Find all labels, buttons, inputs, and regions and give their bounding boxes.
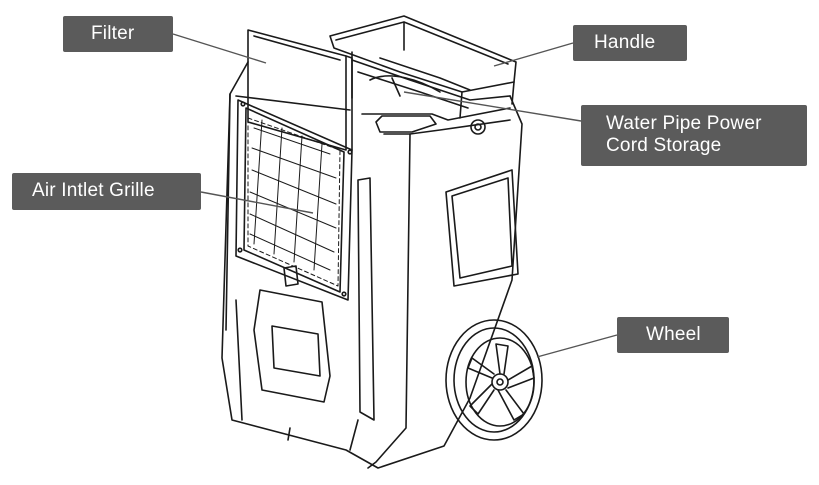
water-pipe-label-line2: Cord Storage [606,135,722,156]
wheel-art [445,319,543,441]
handle-label: Handle [573,25,687,61]
filter-art [247,29,353,151]
leader-air-inlet [200,191,314,214]
storage-tray-art [351,59,511,109]
leader-wheel [536,334,618,358]
grille-art [235,99,353,301]
wheel-label: Wheel [617,317,729,353]
filter-label: Filter [63,16,173,52]
filter-label-text: Filter [91,23,135,44]
leader-filter [172,33,267,64]
leader-handle [493,42,574,67]
leader-water-pipe [403,91,582,122]
water-pipe-label-line1: Water Pipe Power [606,113,762,134]
water-pipe-label: Water Pipe Power Cord Storage [581,105,807,166]
air-inlet-label: Air Intlet Grille [12,173,201,210]
wheel-label-text: Wheel [646,324,701,345]
body-art [221,61,523,469]
air-inlet-label-text: Air Intlet Grille [32,180,155,201]
handle-label-text: Handle [594,32,656,53]
